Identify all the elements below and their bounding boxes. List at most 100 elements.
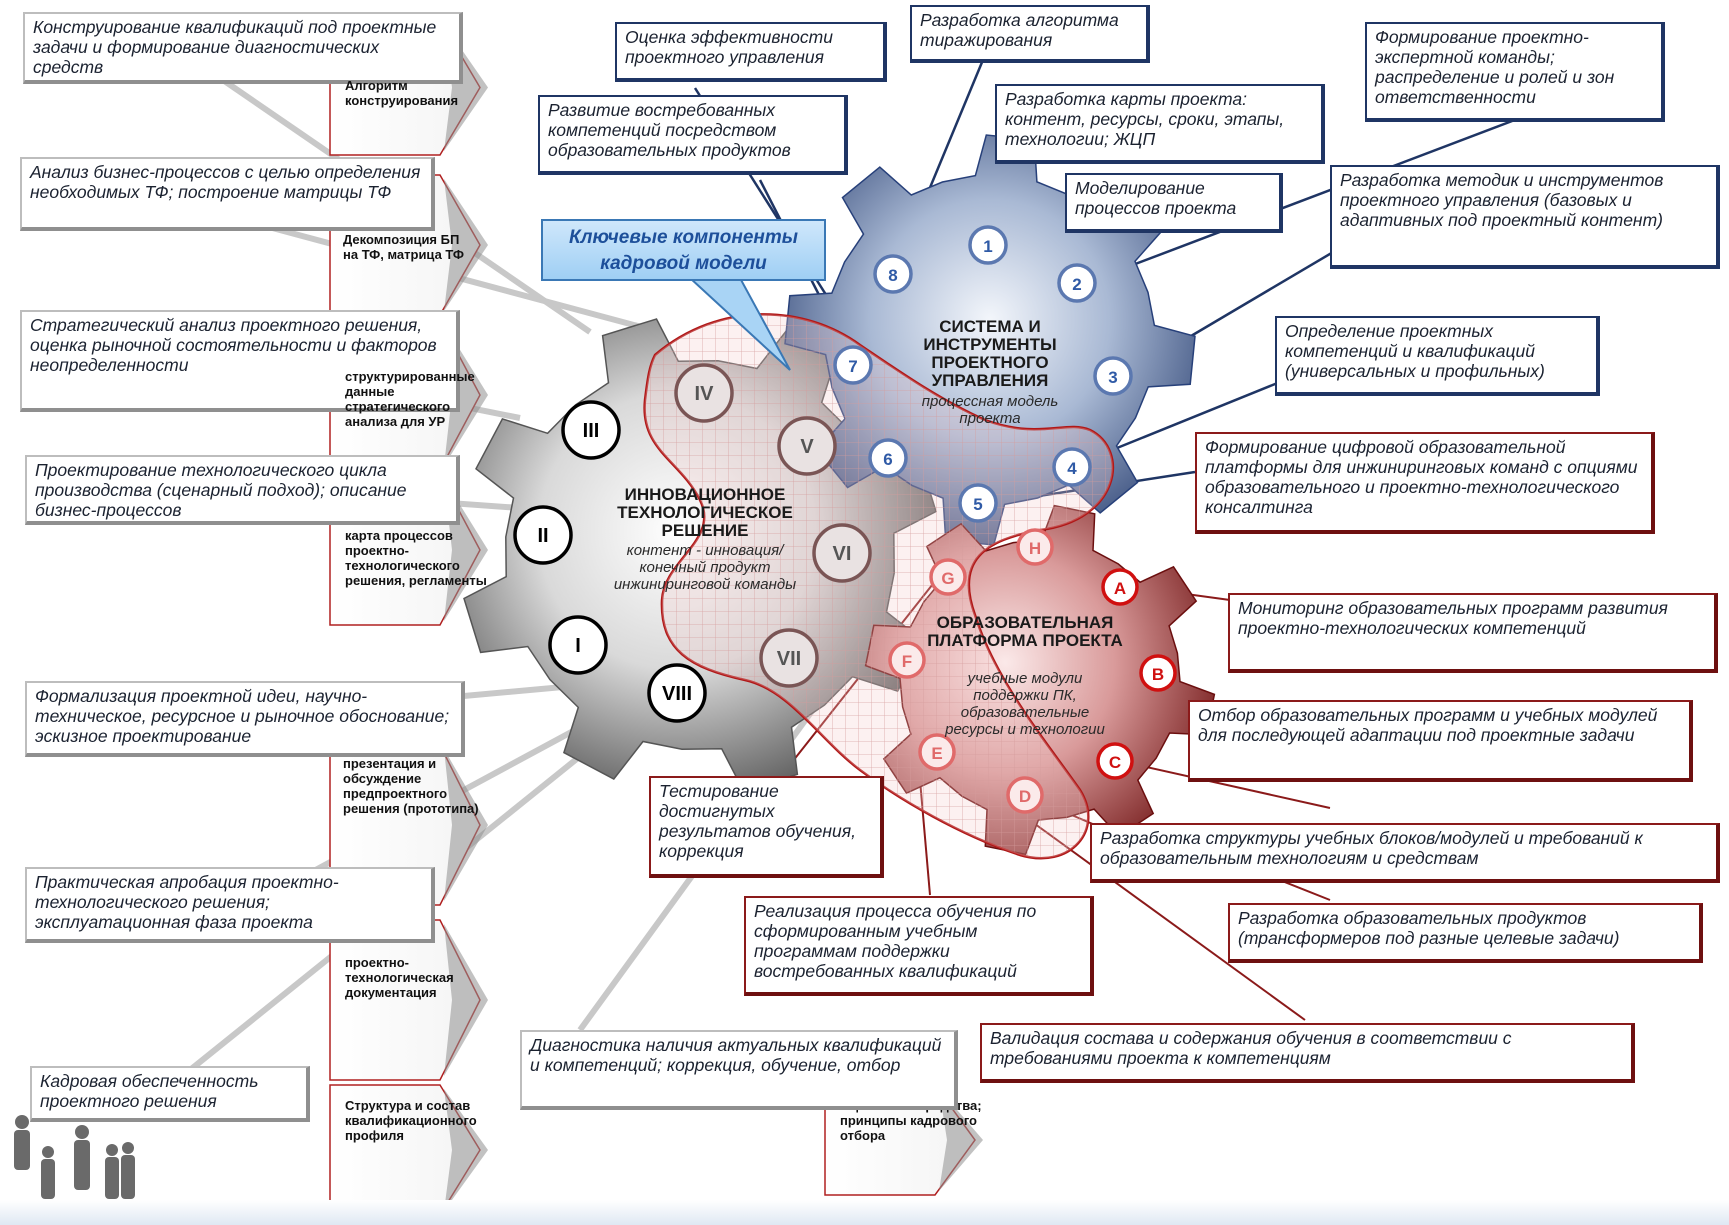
roman-marker-III: III <box>561 400 621 460</box>
number-marker-5: 5 <box>958 483 998 523</box>
roman-marker-II-label: II <box>537 525 548 547</box>
left-box-technological-cycle: Проектирование технологического цикла пр… <box>25 455 460 525</box>
number-marker-3: 3 <box>1093 356 1133 396</box>
left-box-qualification-design: Конструирование квалификаций под проектн… <box>23 12 463 84</box>
red-box-testing: Тестирование достигнутых результатов обу… <box>649 776 884 878</box>
arrow-label-bp-decomposition: Декомпозиция БП на ТФ, матрица ТФ <box>343 232 464 262</box>
letter-marker-B: B <box>1139 654 1177 692</box>
blue-box-competence-development: Развитие востребованных компетенций поср… <box>538 95 848 175</box>
red-box-product-development: Разработка образовательных продуктов (тр… <box>1228 903 1703 963</box>
roman-marker-VIII-circle <box>647 663 707 723</box>
blue-box-project-map: Разработка карты проекта: контент, ресур… <box>995 84 1325 164</box>
number-marker-8: 8 <box>873 254 913 294</box>
number-marker-1-label: 1 <box>983 237 992 256</box>
innovation-gear-title: ИННОВАЦИОННОЕ ТЕХНОЛОГИЧЕСКОЕ РЕШЕНИЕ <box>617 485 793 540</box>
system-gear-subtitle: процессная модель проекта <box>921 393 1059 427</box>
letter-marker-B-circle <box>1139 654 1177 692</box>
roman-marker-III-label: III <box>583 420 600 442</box>
red-box-digital-platform: Формирование цифровой образовательной пл… <box>1195 432 1655 534</box>
number-marker-7: 7 <box>833 345 873 385</box>
roman-marker-VI-circle <box>812 523 872 583</box>
process-arrow-shadow <box>939 1089 983 1191</box>
arrow-label-construction-algorithm: Алгоритм конструирования <box>345 78 459 108</box>
letter-marker-C: C <box>1096 742 1134 780</box>
letter-marker-G-label: G <box>941 569 954 588</box>
roman-marker-VIII-label: VIII <box>662 683 692 705</box>
left-box-strategic-analysis: Стратегический анализ проектного решения… <box>20 310 460 412</box>
number-marker-2-label: 2 <box>1072 275 1081 294</box>
roman-marker-VI-label: VI <box>833 543 852 565</box>
left-box-staffing: Кадровая обеспеченность проектного решен… <box>30 1066 310 1122</box>
letter-marker-D-circle <box>1006 776 1044 814</box>
number-marker-4-label: 4 <box>1067 459 1077 478</box>
roman-marker-VII: VII <box>759 628 819 688</box>
arrow-label-structured-data: структурированные данные стратегического… <box>345 369 475 429</box>
roman-marker-IV-label: IV <box>695 383 715 405</box>
number-marker-6-circle <box>868 438 908 478</box>
blue-box-pm-methods: Разработка методик и инструментов проект… <box>1330 165 1720 269</box>
number-marker-4-circle <box>1052 447 1092 487</box>
left-box-practical-approbation: Практическая апробация проектно-технолог… <box>25 867 435 943</box>
platform-gear-title: ОБРАЗОВАТЕЛЬНАЯ ПЛАТФОРМА ПРОЕКТА <box>927 613 1123 650</box>
letter-marker-B-label: B <box>1152 665 1164 684</box>
number-marker-5-circle <box>958 483 998 523</box>
process-arrow-shadow <box>444 179 488 311</box>
number-marker-8-label: 8 <box>888 266 897 285</box>
roman-marker-V: V <box>777 416 837 476</box>
number-marker-4: 4 <box>1052 447 1092 487</box>
arrow-label-documentation: проектно-технологическая документация <box>345 955 454 1000</box>
letter-marker-C-circle <box>1096 742 1134 780</box>
letter-marker-E-label: E <box>931 744 942 763</box>
letter-marker-D: D <box>1006 776 1044 814</box>
letter-marker-C-label: C <box>1109 753 1121 772</box>
letter-marker-G-circle <box>929 558 967 596</box>
roman-marker-I-label: I <box>575 635 581 657</box>
footer-band <box>0 1200 1729 1225</box>
people-figures-icon <box>14 1115 135 1199</box>
number-marker-2: 2 <box>1057 263 1097 303</box>
letter-marker-H: H <box>1016 528 1054 566</box>
roman-marker-I-circle <box>548 615 608 675</box>
process-arrow-shadow <box>444 1089 488 1211</box>
roman-marker-V-label: V <box>800 436 814 458</box>
left-box-business-process-analysis: Анализ бизнес-процессов с целью определе… <box>20 157 435 231</box>
blue-box-team-formation: Формирование проектно-экспертной команды… <box>1365 22 1665 122</box>
letter-marker-A: A <box>1101 568 1139 606</box>
letter-marker-G: G <box>929 558 967 596</box>
number-marker-6-label: 6 <box>883 450 892 469</box>
left-box-idea-formalization: Формализация проектной идеи, научно-техн… <box>25 681 465 757</box>
letter-marker-D-label: D <box>1019 787 1031 806</box>
number-marker-8-circle <box>873 254 913 294</box>
number-marker-3-label: 3 <box>1108 368 1117 387</box>
blue-box-replication-algorithm: Разработка алгоритма тиражирования <box>910 5 1150 63</box>
process-arrow-shadow <box>444 924 488 1076</box>
blue-box-process-modeling: Моделирование процессов проекта <box>1065 173 1283 233</box>
letter-marker-A-label: A <box>1114 579 1126 598</box>
letter-marker-H-label: H <box>1029 539 1041 558</box>
red-box-validation: Валидация состава и содержания обучения … <box>980 1023 1635 1083</box>
roman-marker-V-circle <box>777 416 837 476</box>
process-arrow-shadow <box>444 749 488 901</box>
letter-marker-E: E <box>918 733 956 771</box>
bottom-box-diagnostics: Диагностика наличия актуальных квалифика… <box>520 1030 958 1110</box>
roman-marker-VII-circle <box>759 628 819 688</box>
roman-marker-II: II <box>513 505 573 565</box>
key-components-overlay-tint <box>644 314 1113 859</box>
number-marker-5-label: 5 <box>973 495 982 514</box>
arrow-label-process-map: карта процессов проектно-технологическог… <box>345 528 487 588</box>
key-components-callout: Ключевые компоненты кадровой модели <box>541 219 826 281</box>
red-box-program-monitoring: Мониторинг образовательных программ разв… <box>1228 593 1718 673</box>
roman-marker-III-circle <box>561 400 621 460</box>
blue-box-competence-definition: Определение проектных компетенций и квал… <box>1275 316 1600 396</box>
roman-marker-IV: IV <box>674 363 734 423</box>
roman-marker-II-circle <box>513 505 573 565</box>
arrow-label-qualification-profile: Структура и состав квалификационного про… <box>345 1098 477 1143</box>
blue-box-pm-efficiency: Оценка эффективности проектного управлен… <box>615 22 887 82</box>
roman-marker-VII-label: VII <box>777 648 801 670</box>
letter-marker-F: F <box>888 641 926 679</box>
number-marker-1-circle <box>968 225 1008 265</box>
number-marker-3-circle <box>1093 356 1133 396</box>
arrow-label-presentation: презентация и обсуждение предпроектного … <box>343 756 479 816</box>
innovation-gear-subtitle: контент - инновация/ конечный продукт ин… <box>613 542 797 593</box>
